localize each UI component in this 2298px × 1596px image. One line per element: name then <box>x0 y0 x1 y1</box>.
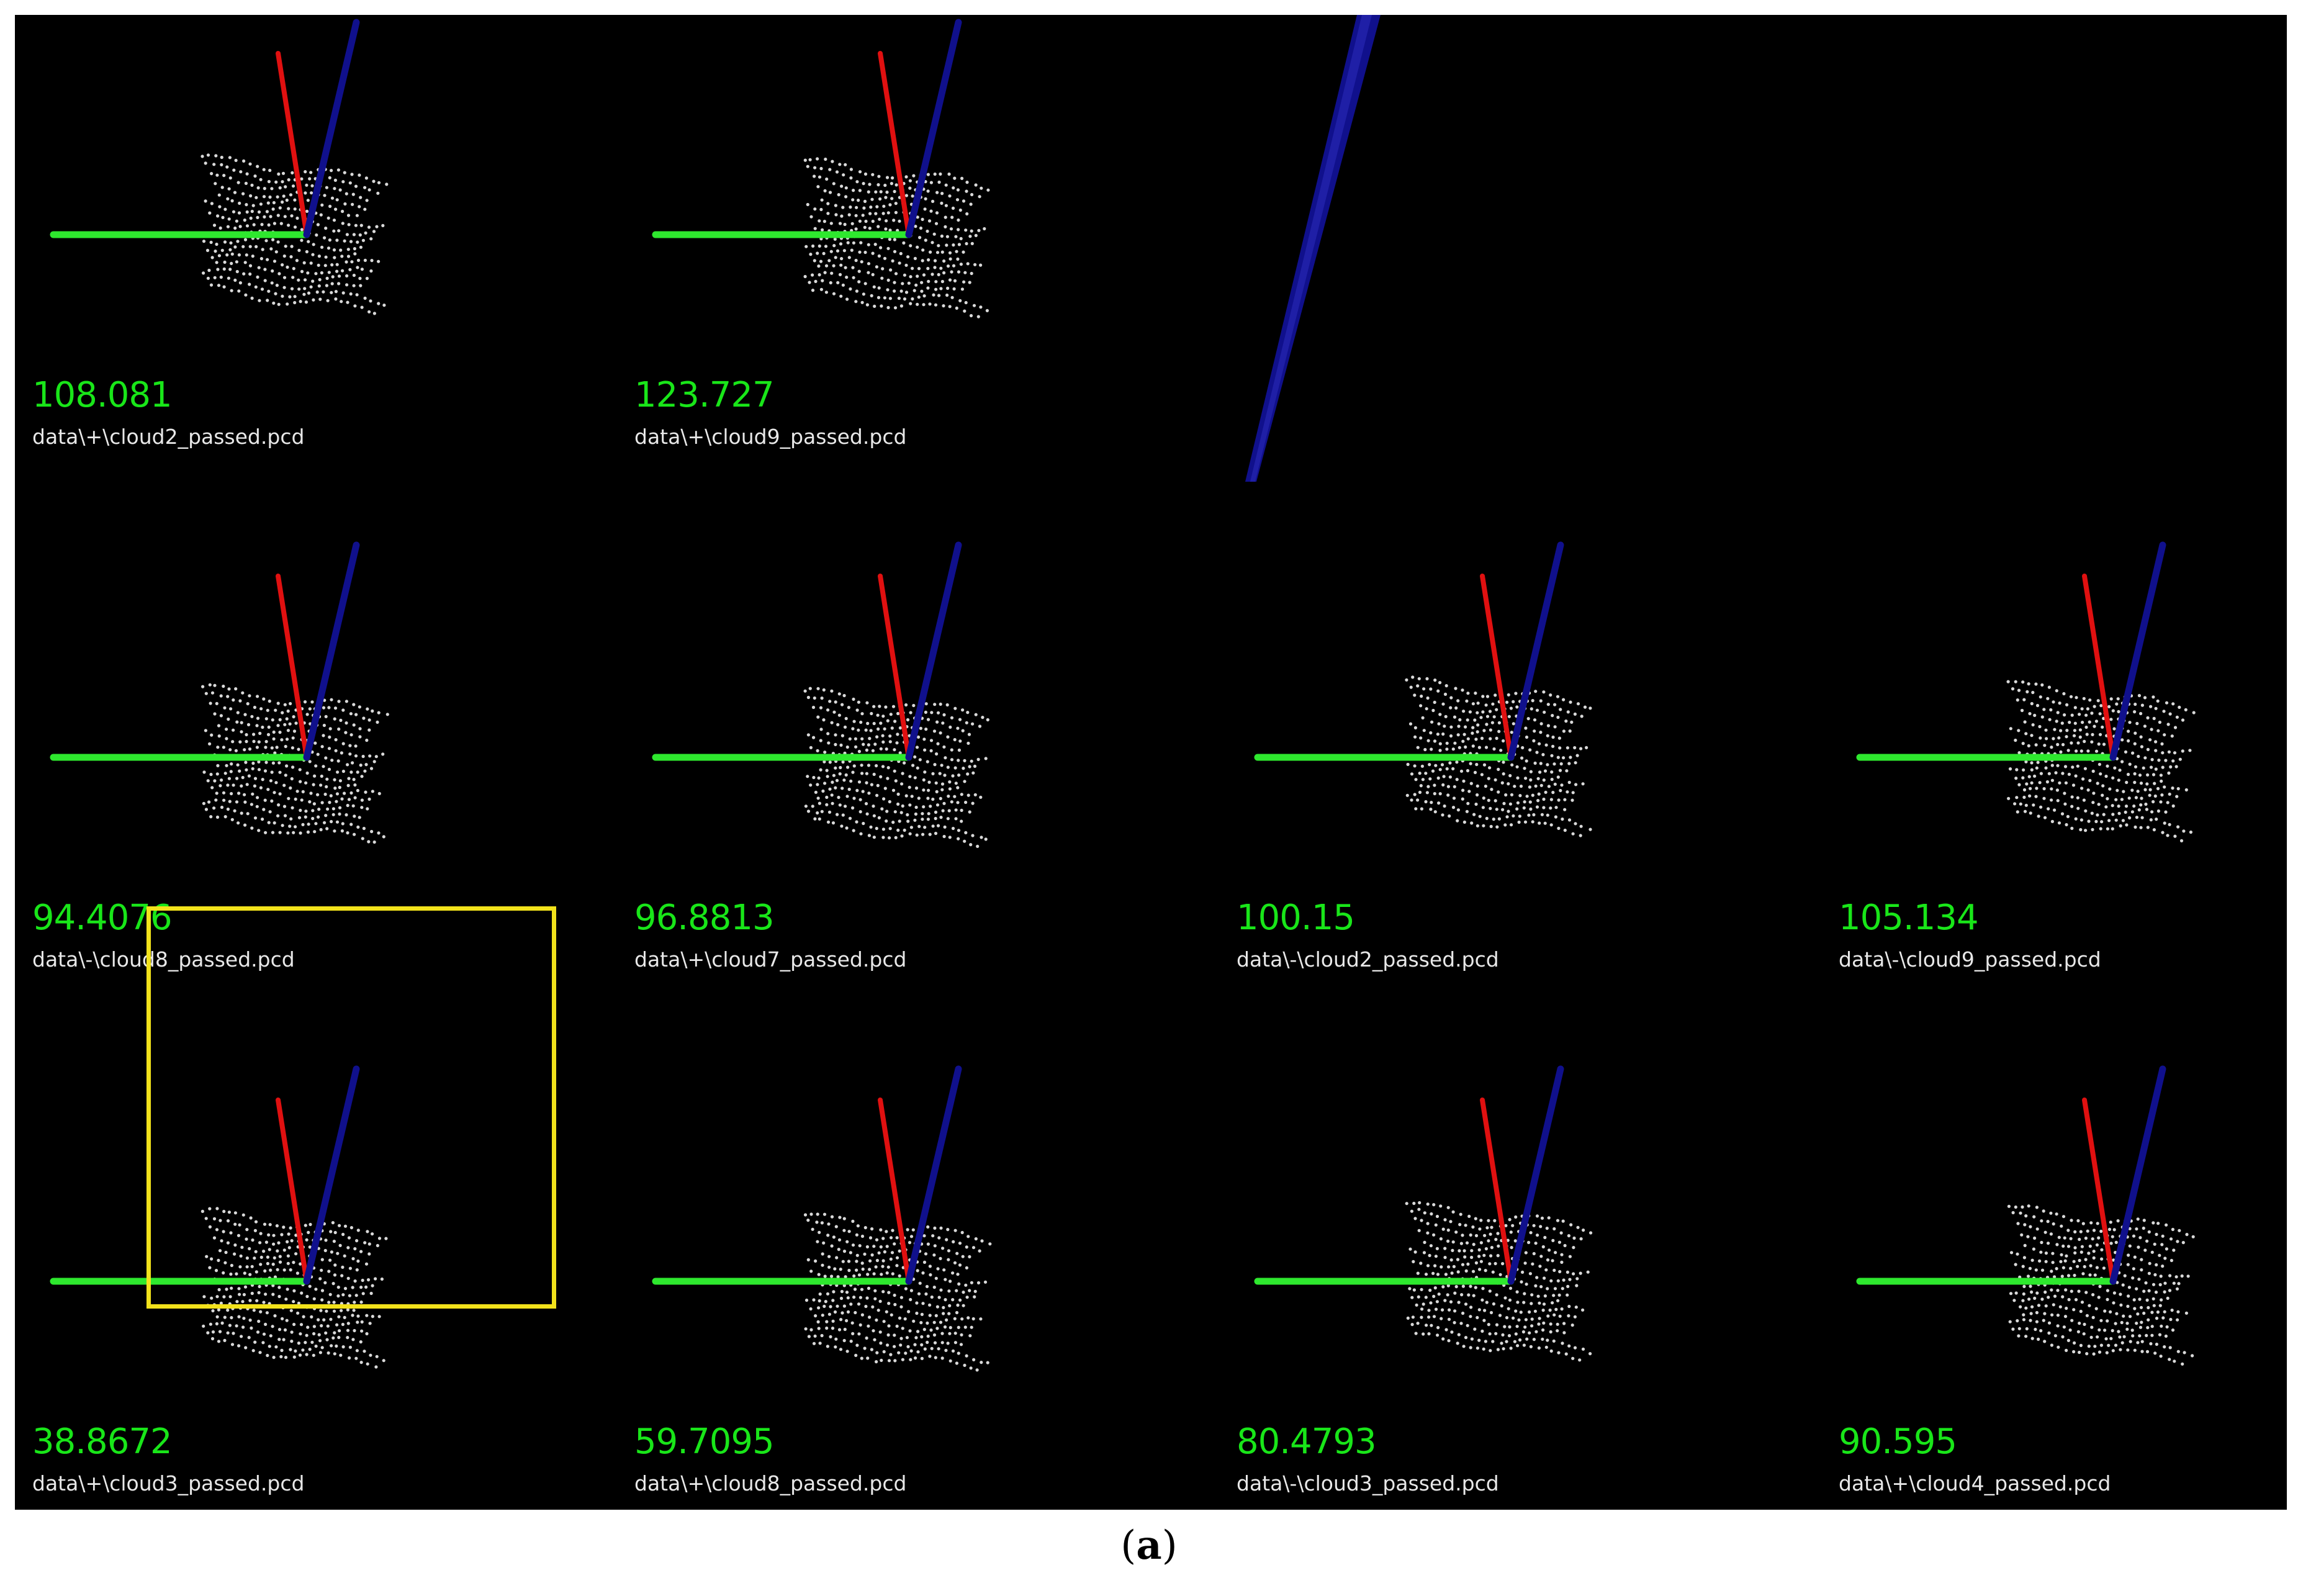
point-cloud <box>1405 675 1592 837</box>
z-axis-line <box>303 19 360 238</box>
point-cloud-icon <box>652 19 990 318</box>
z-axis-line <box>2109 541 2166 761</box>
viewport-cell[interactable]: 94.4076 data\-\cloud8_passed.pcd <box>15 538 617 1059</box>
viewport-cell[interactable]: 100.15 data\-\cloud2_passed.pcd <box>1219 538 1821 1059</box>
point-cloud-icon <box>50 19 389 315</box>
y-axis-line <box>276 51 309 237</box>
point-cloud-icon <box>1254 1065 1593 1362</box>
y-axis-line <box>1480 574 1513 760</box>
file-name: data\-\cloud3_passed.pcd <box>1237 1471 1499 1495</box>
viewport-cell[interactable]: 38.8672 data\+\cloud3_passed.pcd <box>15 1062 617 1510</box>
file-name: data\-\cloud9_passed.pcd <box>1839 947 2101 972</box>
figure-caption: (a) <box>1120 1522 1178 1569</box>
y-axis-line <box>2082 574 2116 760</box>
match-score: 105.134 <box>1839 898 1979 938</box>
point-cloud <box>201 683 389 844</box>
match-score: 38.8672 <box>32 1422 173 1462</box>
point-cloud-icon <box>1856 1065 2195 1366</box>
point-cloud-icon <box>50 541 389 844</box>
y-axis-line <box>878 574 911 760</box>
point-cloud <box>803 687 989 848</box>
match-score: 123.727 <box>634 375 775 415</box>
z-axis-line <box>1507 1065 1564 1285</box>
y-axis-line <box>276 1098 309 1284</box>
viewport-cell[interactable]: 123.727 data\+\cloud9_passed.pcd <box>617 15 1219 536</box>
y-axis-line <box>878 1098 911 1284</box>
file-name: data\+\cloud8_passed.pcd <box>634 1471 907 1495</box>
point-cloud-icon <box>1254 541 1592 837</box>
viewport-cell[interactable]: 90.595 data\+\cloud4_passed.pcd <box>1821 1062 2287 1510</box>
match-score: 80.4793 <box>1237 1422 1377 1462</box>
file-name: data\+\cloud4_passed.pcd <box>1839 1471 2111 1495</box>
y-axis-line <box>2082 1098 2116 1284</box>
file-name: data\+\cloud3_passed.pcd <box>32 1471 305 1495</box>
z-axis-line <box>2109 1065 2166 1285</box>
point-cloud <box>201 153 389 315</box>
highlight-box <box>146 906 556 1309</box>
file-name: data\-\cloud8_passed.pcd <box>32 947 295 972</box>
z-axis-line <box>303 1065 360 1285</box>
point-cloud <box>803 157 990 318</box>
file-name: data\+\cloud2_passed.pcd <box>32 425 305 449</box>
point-cloud-icon <box>652 1065 992 1372</box>
z-axis-line <box>905 541 962 761</box>
file-name: data\+\cloud9_passed.pcd <box>634 425 907 449</box>
viewport-cell[interactable]: 108.081 data\+\cloud2_passed.pcd <box>15 15 617 536</box>
point-cloud-icon <box>50 1065 388 1369</box>
y-axis-line <box>276 574 309 760</box>
y-axis-line <box>878 51 911 237</box>
viewport-cell[interactable]: 96.8813 data\+\cloud7_passed.pcd <box>617 538 1219 1059</box>
z-axis-line <box>905 1065 962 1285</box>
match-score: 100.15 <box>1237 898 1355 938</box>
y-axis-line <box>1480 1098 1513 1284</box>
match-score: 108.081 <box>32 375 173 415</box>
point-cloud <box>803 1212 992 1372</box>
file-name: data\-\cloud2_passed.pcd <box>1237 947 1499 972</box>
z-axis-line <box>303 541 360 761</box>
point-cloud-viewer[interactable]: 108.081 data\+\cloud2_passed.pcd 123.727… <box>15 15 2287 1510</box>
viewport-cell[interactable]: 59.7095 data\+\cloud8_passed.pcd <box>617 1062 1219 1510</box>
point-cloud <box>2007 1204 2195 1366</box>
match-score: 90.595 <box>1839 1422 1957 1462</box>
point-cloud-icon <box>1856 541 2196 842</box>
z-axis-line <box>1507 541 1564 761</box>
point-cloud-icon <box>652 541 989 848</box>
viewport-cell[interactable]: 80.4793 data\-\cloud3_passed.pcd <box>1219 1062 1821 1510</box>
file-name: data\+\cloud7_passed.pcd <box>634 947 907 972</box>
point-cloud <box>2006 680 2196 842</box>
match-score: 59.7095 <box>634 1422 775 1462</box>
z-axis-line <box>905 19 962 238</box>
viewport-cell[interactable]: 105.134 data\-\cloud9_passed.pcd <box>1821 538 2287 1059</box>
match-score: 96.8813 <box>634 898 775 938</box>
